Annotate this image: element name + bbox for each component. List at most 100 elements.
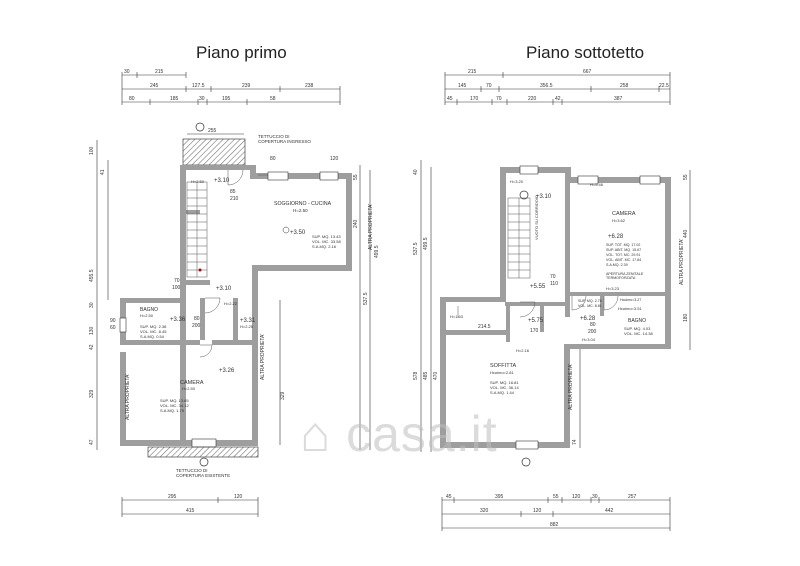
right-top-dim: 45 <box>447 96 453 102</box>
left-top-dim: 245 <box>150 83 159 89</box>
left-walls <box>120 165 352 446</box>
right-staircase <box>507 197 531 279</box>
dim-80b: 80 <box>270 156 276 162</box>
right-top-dim: 215 <box>468 69 477 75</box>
r-north-marker-icon <box>519 190 529 200</box>
left-top-dim: 239 <box>242 83 251 89</box>
r-camera-sup2: SUP. ABIT. MQ. 15.67 <box>606 248 641 252</box>
dim-200: 200 <box>192 323 201 329</box>
r-bagno-name: BAGNO <box>628 318 646 324</box>
soffitta-vol: VOL. MC. 36.14 <box>490 385 519 390</box>
r-bagno-level: +6.28 <box>580 316 596 322</box>
r-left-dim: 537.5 <box>413 242 419 255</box>
soggiorno-sa: S.A.MQ. 2.16 <box>312 244 337 249</box>
r-dim-70: 70 <box>550 274 556 280</box>
dim-85: 85 <box>230 189 236 195</box>
left-altra-proprieta-2: ALTRA PROPRIETA' <box>260 334 266 380</box>
r-camera-vol: VOL. TOT. MC. 29.91 <box>606 253 640 257</box>
r-bottom-dim: 395 <box>495 494 504 500</box>
left-top-dim: 185 <box>170 96 179 102</box>
r-camera-vol2: VOL. ABIT. MC. 17.84 <box>606 258 641 262</box>
r-camera-sup: SUP. TOT. MQ. 17.02 <box>606 243 640 247</box>
r-camera-level: +6.28 <box>608 234 624 240</box>
left-bottom-dim: 295 <box>168 494 177 500</box>
r-dim-2145: 214.5 <box>478 324 491 330</box>
right-top-dim: 42 <box>555 96 561 102</box>
bagno-sa: S.A.MQ. 0.54 <box>140 334 165 339</box>
right-dim-240: 240 <box>353 219 359 228</box>
left-bottom-dim: 415 <box>186 508 195 514</box>
r-small-vol: VOL. MC. 8.81 <box>578 304 602 308</box>
entrance-roof <box>182 138 246 166</box>
left-altra-proprieta-3: ALTRA PROPRIETA' <box>368 204 374 250</box>
soffitta-sa: S.A.MQ. 1.44 <box>490 390 515 395</box>
soffitta-sup: SUP. MQ. 16.81 <box>490 380 519 385</box>
r-camera-sa: S.A.MQ. 2.39 <box>606 263 628 267</box>
r-h2: H=5.46 <box>590 182 604 187</box>
r-small-hcolmo: Hcolmo=3.27 <box>620 298 641 302</box>
r-h1: H=3.20 <box>510 179 524 184</box>
right-plan: 215 667 145 70 356.5 258 22.5 45 170 70 … <box>413 69 691 531</box>
right-top-dim: 22.5 <box>659 83 669 89</box>
right-vertical-dim-lines <box>420 160 691 452</box>
level-h3: H=2.25 <box>240 324 254 329</box>
left-top-dim: 127.5 <box>192 83 205 89</box>
south-marker-icon <box>199 457 209 467</box>
dim-90: 90 <box>110 318 116 324</box>
r-altra-proprieta-2: ALTRA PROPRIETA' <box>568 364 574 410</box>
r-right-dim: 180 <box>683 313 689 322</box>
right-windows <box>515 165 661 450</box>
bagno-vol: VOL. MC. 8.45 <box>140 329 167 334</box>
left-staircase <box>186 181 208 278</box>
r-right-dim: 485 <box>423 371 429 380</box>
r-bottom-dim: 45 <box>446 494 452 500</box>
r-level-310: +3.10 <box>536 194 552 200</box>
r-level-575: +5.75 <box>528 318 544 324</box>
right-top-dim: 70 <box>496 96 502 102</box>
r-bottom-dim: 55 <box>553 494 559 500</box>
camera-sa: S.A.MQ. 1.75 <box>160 408 185 413</box>
dim-100: 100 <box>172 285 181 291</box>
soffitta-h: Hcolmo=2.81 <box>490 370 514 375</box>
left-plan: 30 215 245 127.5 239 238 80 185 30 195 5… <box>89 69 380 517</box>
r-left-dim: 40 <box>413 169 419 175</box>
level-h2: H=2.22 <box>224 301 238 306</box>
r-h4: H=1.63 <box>450 314 464 319</box>
right-doors <box>457 295 619 318</box>
soggiorno-name: SOGGIORNO - CUCINA <box>274 201 332 207</box>
right-top-dim: 70 <box>486 83 492 89</box>
watermark-logo: ⌂ casa.it <box>300 406 498 462</box>
r-small-sup: SUP. MQ. 2.76 <box>578 299 602 303</box>
r-camera-name: CAMERA <box>612 211 636 217</box>
left-dim-30: 30 <box>89 302 95 308</box>
r-dim-200: 200 <box>588 329 597 335</box>
left-top-dim: 80 <box>129 96 135 102</box>
r-bagno-h: Hcolmo=3.51 <box>618 306 642 311</box>
right-top-dim: 387 <box>614 96 623 102</box>
left-top-dim: 195 <box>222 96 231 102</box>
r-bagno-sup: SUP. MQ. 4.03 <box>624 326 651 331</box>
left-dim-41: 41 <box>100 169 106 175</box>
level-310-a: +3.10 <box>214 178 230 184</box>
r-altra-proprieta-1: ALTRA PROPRIETA' <box>679 239 685 285</box>
left-top-dim: 238 <box>305 83 314 89</box>
left-top-dim: 30 <box>199 96 205 102</box>
r-h6: H=3.04 <box>582 337 596 342</box>
r-bottom-dim: 257 <box>628 494 637 500</box>
r-right-dim: 440 <box>683 229 689 238</box>
camera-name: CAMERA <box>180 380 204 386</box>
r-bottom-dim: 320 <box>480 508 489 514</box>
left-dim-130: 130 <box>89 326 95 335</box>
r-right-dim: 55 <box>683 174 689 180</box>
left-dim-47: 47 <box>89 439 95 445</box>
r-bottom-dim: 120 <box>572 494 581 500</box>
bottom-roof <box>147 446 259 458</box>
r-right-dim: 470 <box>433 371 439 380</box>
right-top-dim: 667 <box>583 69 592 75</box>
dim-210: 210 <box>230 196 239 202</box>
left-dim-329: 329 <box>89 389 95 398</box>
right-dim-5375: 537.5 <box>363 292 369 305</box>
